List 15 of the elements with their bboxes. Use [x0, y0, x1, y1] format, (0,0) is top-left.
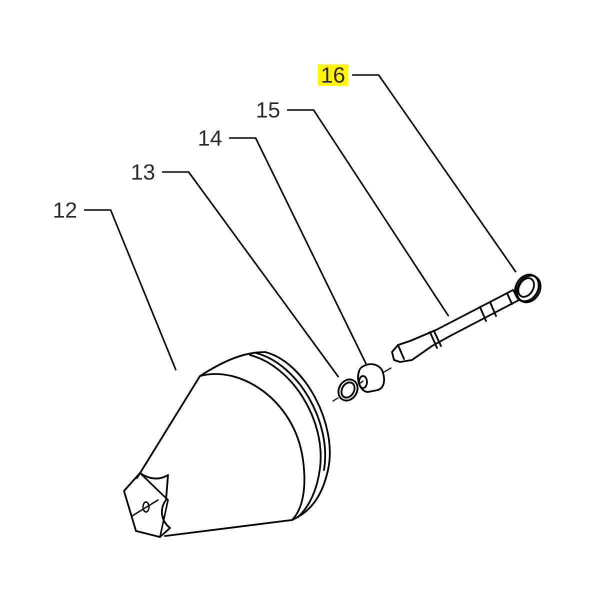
callout-number: 14 — [199, 130, 222, 146]
leader-line — [352, 74, 516, 272]
callout-number: 12 — [54, 202, 76, 218]
leader-line — [84, 209, 176, 370]
callout-number: 13 — [132, 164, 154, 180]
leader-line — [162, 171, 339, 378]
leader-line — [286, 109, 449, 316]
shaft-drawing — [391, 289, 520, 363]
leader-line — [228, 137, 367, 364]
bushing-drawing — [357, 363, 392, 393]
seal-ring-drawing — [514, 274, 542, 304]
callout-number: 15 — [257, 102, 280, 118]
callout-number: 16 — [318, 64, 348, 86]
o-ring-drawing — [332, 378, 364, 402]
cone-drawing — [123, 351, 331, 538]
